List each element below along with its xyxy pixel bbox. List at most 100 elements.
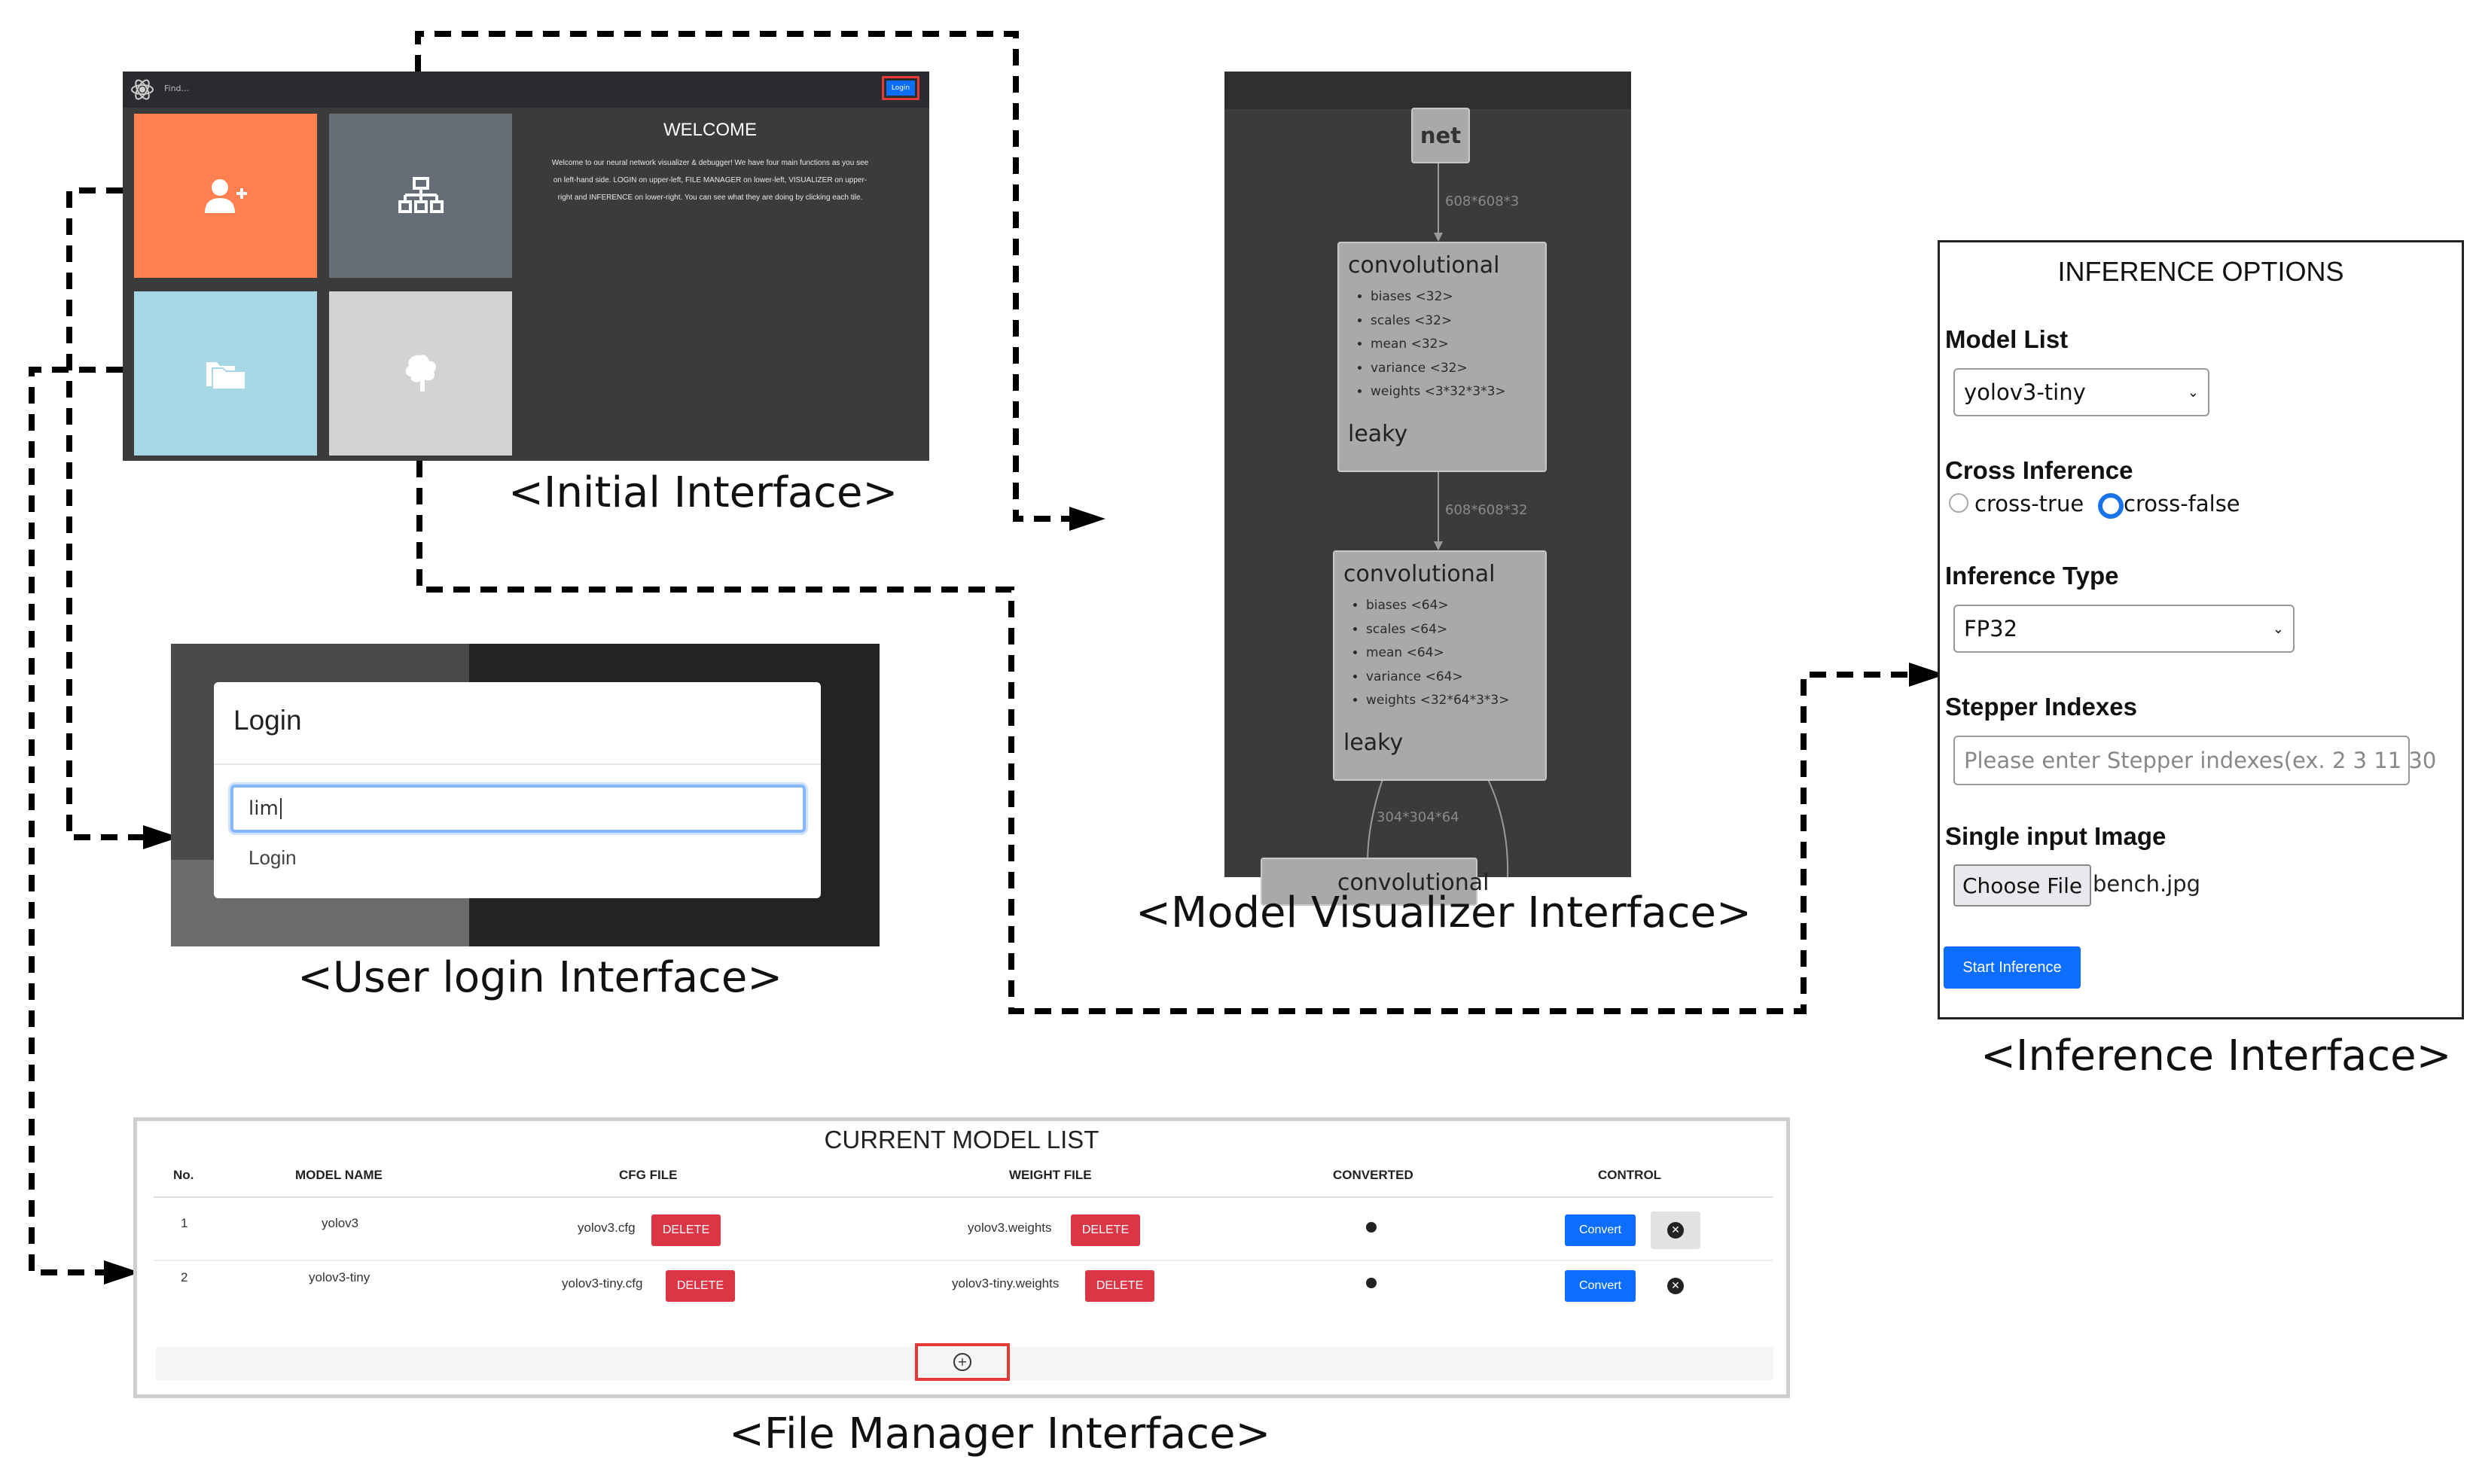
initial-interface: Find... Login WELCOME	[123, 72, 929, 461]
node-param: scales <32>	[1371, 309, 1506, 334]
node-param: weights <3*32*3*3>	[1371, 380, 1506, 404]
connector-to-file-manager	[29, 367, 125, 1277]
brain-icon	[405, 355, 436, 392]
graph-edges	[1367, 162, 1509, 878]
visualizer-interface: net 608*608*3 convolutional biases <32> …	[1224, 72, 1631, 906]
arrowhead-inference	[1909, 663, 1945, 687]
edge-label: 304*304*64	[1377, 809, 1459, 825]
connector-to-visualizer	[415, 31, 1090, 523]
node-activation: leaky	[1343, 730, 1404, 756]
node-param: biases <64>	[1366, 594, 1509, 618]
inference-type-label: Inference Type	[1945, 562, 2119, 590]
header-model-name: MODEL NAME	[295, 1168, 383, 1182]
tile-file-manager[interactable]	[134, 291, 317, 456]
node-param: biases <32>	[1371, 285, 1506, 309]
username-value: lim	[249, 797, 279, 820]
choose-file-button[interactable]: Choose File	[1953, 864, 2092, 907]
app-logo-icon	[131, 79, 154, 100]
login-interface: Login lim Login	[171, 644, 880, 946]
sitemap-icon	[398, 177, 444, 213]
row-cfg-file: yolov3-tiny.cfg	[562, 1276, 643, 1291]
node-type: convolutional	[1337, 870, 1490, 896]
connector-to-login	[66, 187, 164, 842]
cross-false-radio[interactable]	[2098, 493, 2124, 519]
row-no: 1	[181, 1216, 188, 1230]
model-select[interactable]: yolov3-tiny ⌄	[1953, 368, 2209, 416]
model-list-label: Model List	[1945, 325, 2069, 353]
node-param: mean <64>	[1366, 641, 1509, 666]
modal-divider	[214, 763, 821, 765]
convert-button[interactable]: Convert	[1565, 1270, 1636, 1302]
node-net-label: net	[1419, 123, 1462, 148]
edge-label: 608*608*3	[1445, 193, 1520, 209]
delete-weight-button[interactable]: DELETE	[1085, 1270, 1154, 1302]
inference-type-select[interactable]: FP32 ⌄	[1953, 605, 2295, 653]
node-convolutional-2[interactable]: convolutional biases <64> scales <64> me…	[1333, 550, 1547, 781]
node-param: weights <32*64*3*3>	[1366, 689, 1509, 713]
welcome-line: right and INFERENCE on lower-right. You …	[557, 193, 863, 202]
converted-status-icon	[1366, 1222, 1377, 1233]
login-button[interactable]: Login	[886, 81, 915, 96]
cross-false-label: cross-false	[2124, 491, 2240, 517]
find-text[interactable]: Find...	[164, 84, 190, 93]
login-submit-button[interactable]: Login	[249, 846, 297, 869]
stepper-indexes-label: Stepper Indexes	[1945, 693, 2137, 721]
caption-initial: <Initial Interface>	[508, 468, 898, 517]
tile-inference[interactable]	[329, 291, 512, 456]
start-inference-button[interactable]: Start Inference	[1944, 946, 2081, 989]
selected-file-name: bench.jpg	[2093, 871, 2201, 897]
inference-interface: INFERENCE OPTIONS Model List yolov3-tiny…	[1938, 240, 2464, 1019]
model-list-title: CURRENT MODEL LIST	[824, 1126, 1099, 1153]
caption-login: <User login Interface>	[297, 953, 783, 1002]
close-circle-icon: ✕	[1667, 1278, 1684, 1294]
node-net[interactable]: net	[1411, 108, 1470, 163]
welcome-line: on left-hand side. LOGIN on upper-left, …	[553, 176, 868, 184]
row-weight-file: yolov3-tiny.weights	[952, 1276, 1060, 1291]
welcome-text: Welcome to our neural network visualizer…	[522, 154, 898, 206]
row-model-name: yolov3	[322, 1216, 359, 1230]
single-image-label: Single input Image	[1945, 822, 2167, 850]
node-partial[interactable]: convolutional	[1261, 858, 1490, 906]
node-param: variance <32>	[1371, 357, 1506, 381]
model-select-value: yolov3-tiny	[1964, 379, 2086, 405]
node-param: scales <64>	[1366, 618, 1509, 642]
node-convolutional-1[interactable]: convolutional biases <32> scales <32> me…	[1337, 242, 1547, 472]
stepper-indexes-input[interactable]: Please enter Stepper indexes(ex. 2 3 11 …	[1953, 736, 2436, 785]
delete-weight-button[interactable]: DELETE	[1071, 1214, 1140, 1246]
delete-cfg-button[interactable]: DELETE	[666, 1270, 735, 1302]
top-navbar: Find... Login	[123, 72, 929, 108]
login-title: Login	[233, 705, 302, 736]
delete-cfg-button[interactable]: DELETE	[651, 1214, 721, 1246]
header-control: CONTROL	[1598, 1168, 1662, 1182]
caption-visualizer: <Model Visualizer Interface>	[1136, 888, 1752, 937]
chevron-down-icon: ⌄	[2272, 620, 2284, 637]
welcome-line: Welcome to our neural network visualizer…	[551, 159, 869, 167]
stepper-placeholder: Please enter Stepper indexes(ex. 2 3 11 …	[1964, 748, 2437, 773]
visualizer-topbar	[1224, 72, 1631, 109]
convert-button[interactable]: Convert	[1565, 1214, 1636, 1246]
inference-type-value: FP32	[1964, 616, 2018, 641]
header-weight-file: WEIGHT FILE	[1009, 1168, 1092, 1182]
header-cfg-file: CFG FILE	[619, 1168, 678, 1182]
tile-visualizer[interactable]	[329, 114, 512, 278]
welcome-title: WELCOME	[663, 120, 757, 140]
add-model-button[interactable]: +	[915, 1343, 1010, 1381]
username-input[interactable]: lim	[230, 785, 806, 833]
remove-model-button[interactable]: ✕	[1651, 1211, 1700, 1249]
caption-file-manager: <File Manager Interface>	[729, 1409, 1271, 1458]
inference-title: INFERENCE OPTIONS	[2057, 256, 2344, 287]
user-plus-icon	[204, 179, 247, 213]
cross-true-radio[interactable]	[1949, 493, 1968, 513]
header-no: No.	[173, 1168, 194, 1182]
row-no: 2	[181, 1270, 188, 1284]
node-type: convolutional	[1348, 252, 1500, 279]
file-manager-interface: CURRENT MODEL LIST No. MODEL NAME CFG FI…	[133, 1117, 1790, 1398]
login-modal: Login lim Login	[214, 682, 821, 898]
text-cursor	[279, 798, 282, 819]
header-divider	[154, 1196, 1773, 1198]
remove-model-button[interactable]: ✕	[1651, 1267, 1700, 1305]
connector-to-inference	[416, 461, 1930, 1014]
tile-login[interactable]	[134, 114, 317, 278]
row-divider	[154, 1260, 1773, 1261]
